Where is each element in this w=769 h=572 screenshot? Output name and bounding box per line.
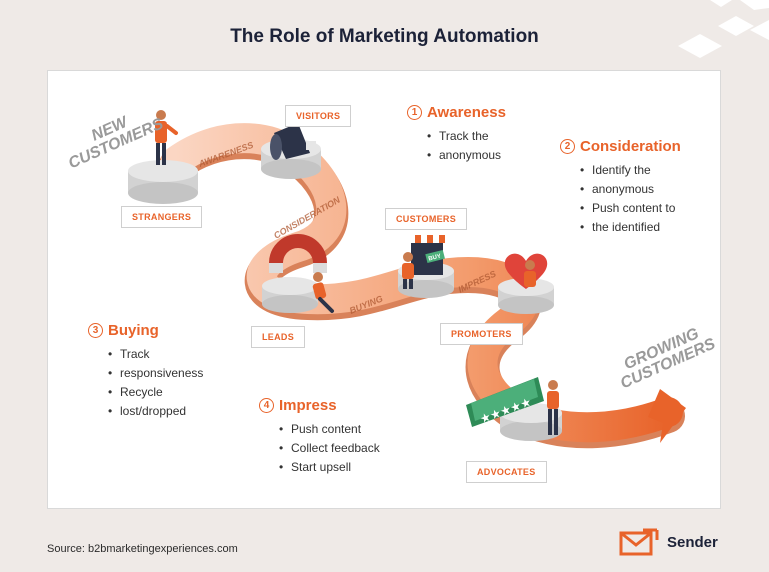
step-item: Track — [108, 345, 203, 364]
step-item: Push content to — [580, 199, 681, 218]
step-number: 2 — [560, 139, 575, 154]
step-buying: 3 Buying Track responsiveness Recycle lo… — [88, 322, 203, 421]
step-awareness: 1 Awareness Track the anonymous — [407, 104, 506, 165]
step-item: Identify the — [580, 161, 681, 180]
stage-label-leads: LEADS — [251, 326, 306, 348]
pedestal-strangers — [128, 160, 198, 204]
step-title: Awareness — [427, 104, 506, 121]
buy-sign-text: BUY — [428, 254, 442, 263]
shop-icon: BUY — [409, 235, 445, 275]
step-number: 3 — [88, 323, 103, 338]
page-title: The Role of Marketing Automation — [230, 26, 539, 47]
step-number: 4 — [259, 398, 274, 413]
sender-logo[interactable]: Sender — [619, 528, 718, 556]
person-advocate-icon — [547, 380, 559, 435]
brand-name: Sender — [667, 533, 718, 551]
step-item: Push content — [279, 420, 380, 439]
step-item: responsiveness — [108, 364, 203, 383]
source-credit: Source: b2bmarketingexperiences.com — [47, 543, 238, 555]
journey-illustration: BUY ★★★★★ AWARENESS — [128, 110, 686, 449]
person-promoter-icon — [524, 260, 536, 287]
step-title: Buying — [108, 322, 159, 339]
step-impress: 4 Impress Push content Collect feedback … — [259, 397, 380, 477]
megaphone-icon — [270, 123, 316, 160]
journey-card: BUY ★★★★★ AWARENESS — [47, 70, 721, 509]
step-item: lost/dropped — [108, 402, 203, 421]
step-item: the identified — [580, 218, 681, 237]
stage-label-strangers: STRANGERS — [121, 206, 203, 228]
stage-label-customers: CUSTOMERS — [385, 208, 468, 230]
envelope-logo-icon — [619, 528, 659, 556]
stage-label-visitors: VISITORS — [285, 105, 352, 127]
rating-stars-icon: ★★★★★ — [466, 377, 544, 427]
stage-label-promoters: PROMOTERS — [440, 323, 523, 345]
step-title: Impress — [279, 397, 337, 414]
step-number: 1 — [407, 105, 422, 120]
step-item: Start upsell — [279, 458, 380, 477]
magnet-icon — [269, 234, 327, 273]
step-item: Track the — [427, 127, 506, 146]
pedestal-advocates — [500, 403, 562, 441]
person-customer-icon — [402, 252, 414, 289]
step-consideration: 2 Consideration Identify the anonymous P… — [560, 138, 681, 237]
step-item: anonymous — [427, 146, 506, 165]
step-title: Consideration — [580, 138, 681, 155]
growth-arrow-head — [648, 389, 686, 443]
step-item: Collect feedback — [279, 439, 380, 458]
pedestal-leads — [262, 277, 318, 313]
person-lead-icon — [312, 272, 334, 313]
step-item: Recycle — [108, 383, 203, 402]
person-stranger-icon — [155, 110, 178, 165]
stage-label-advocates: ADVOCATES — [466, 461, 547, 483]
step-item: anonymous — [580, 180, 681, 199]
decorative-diamonds — [678, 0, 769, 58]
